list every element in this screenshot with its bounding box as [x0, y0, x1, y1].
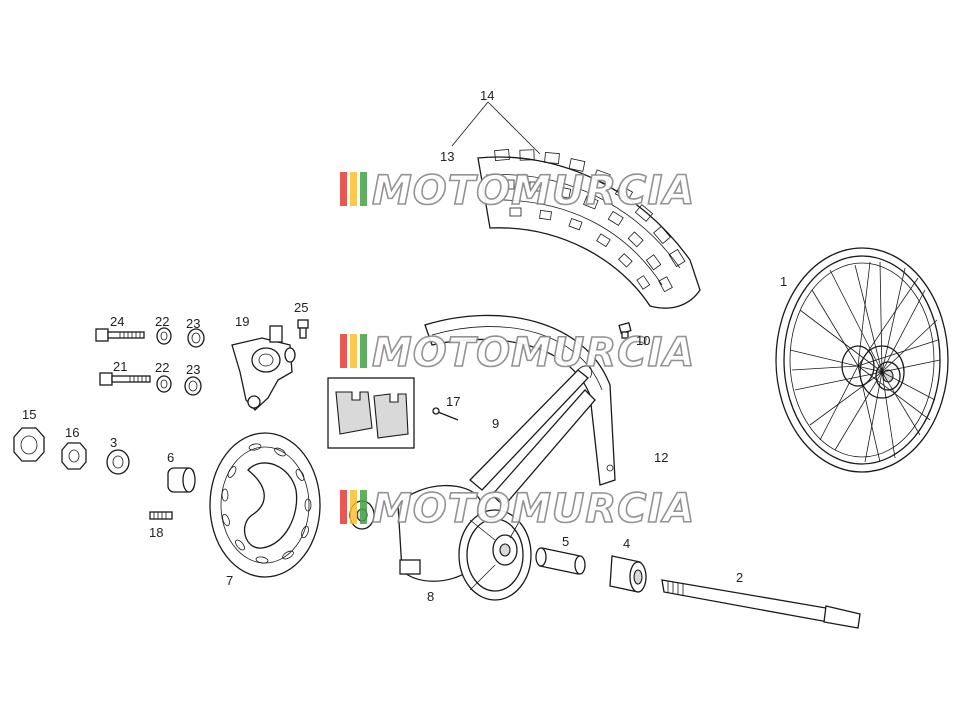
part-label-15: 15: [22, 407, 36, 422]
part-label-5: 5: [562, 534, 569, 549]
part-label-18: 18: [149, 525, 163, 540]
axle-nut: [13, 427, 45, 462]
lock-nut: [61, 442, 87, 470]
part-label-10: 10: [636, 333, 650, 348]
part-label-14: 14: [480, 88, 494, 103]
part-label-13: 13: [440, 149, 454, 164]
watermark-text: MOTOMURCIA: [372, 330, 695, 376]
watermark-stripe-green: [360, 172, 367, 206]
part-label-1: 1: [780, 274, 787, 289]
brake-disc: [209, 432, 321, 578]
oil-seal: [106, 449, 130, 475]
watermark-stripe-green: [360, 334, 367, 368]
part-label-8: 8: [427, 589, 434, 604]
watermark-stripe-yellow: [350, 334, 357, 368]
part-label-16: 16: [65, 425, 79, 440]
watermark-top: MOTOMURCIA: [340, 167, 695, 215]
brake-caliper: [231, 325, 296, 411]
watermark-stripe-yellow: [350, 490, 357, 524]
part-label-24: 24: [110, 314, 124, 329]
wheel-hub: [349, 484, 532, 601]
part-label-22a: 22: [155, 314, 169, 329]
part-label-2: 2: [736, 570, 743, 585]
watermark-text: MOTOMURCIA: [372, 486, 695, 532]
part-label-22b: 22: [155, 360, 169, 375]
caliper-bolt-upper: [95, 328, 145, 342]
watermark-stripe-yellow: [350, 172, 357, 206]
mudguard-bolt: [618, 322, 632, 339]
wheel-axle: [661, 579, 861, 629]
stud: [149, 511, 173, 520]
front-fork: [469, 365, 596, 507]
part-label-9: 9: [492, 416, 499, 431]
mudguard-screw: [432, 407, 459, 421]
part-labels: 1 2 3 4 5 6 7 8 9 10 12 13 14 15 16 17 1…: [22, 88, 787, 604]
caliper-bolt-lower: [99, 372, 151, 386]
watermark-middle: MOTOMURCIA: [340, 329, 695, 377]
tyre-segment: [451, 101, 701, 309]
part-label-21: 21: [113, 359, 127, 374]
part-label-17: 17: [446, 394, 460, 409]
part-label-23b: 23: [186, 362, 200, 377]
watermark-stripe-red: [340, 334, 347, 368]
watermark-stripe-red: [340, 490, 347, 524]
watermark-text: MOTOMURCIA: [372, 168, 695, 214]
watermark: MOTOMURCIA MOTOMURCIA MOTOMURCIA: [340, 167, 695, 533]
part-label-6: 6: [167, 450, 174, 465]
bleed-screw: [297, 319, 309, 339]
part-label-4: 4: [623, 536, 630, 551]
part-label-7: 7: [226, 573, 233, 588]
front-wheel-assembly: [775, 247, 949, 473]
part-label-3: 3: [110, 435, 117, 450]
watermark-stripe-green: [360, 490, 367, 524]
part-label-19: 19: [235, 314, 249, 329]
part-label-23a: 23: [186, 316, 200, 331]
watermark-stripe-red: [340, 172, 347, 206]
watermark-bottom: MOTOMURCIA: [340, 485, 695, 533]
axle-spacer: [535, 547, 586, 575]
spacer: [167, 467, 196, 493]
brake-pads-kit: [327, 377, 415, 449]
part-label-12: 12: [654, 450, 668, 465]
wheel-bearing: [609, 555, 647, 593]
washers: [156, 327, 205, 396]
part-label-25: 25: [294, 300, 308, 315]
